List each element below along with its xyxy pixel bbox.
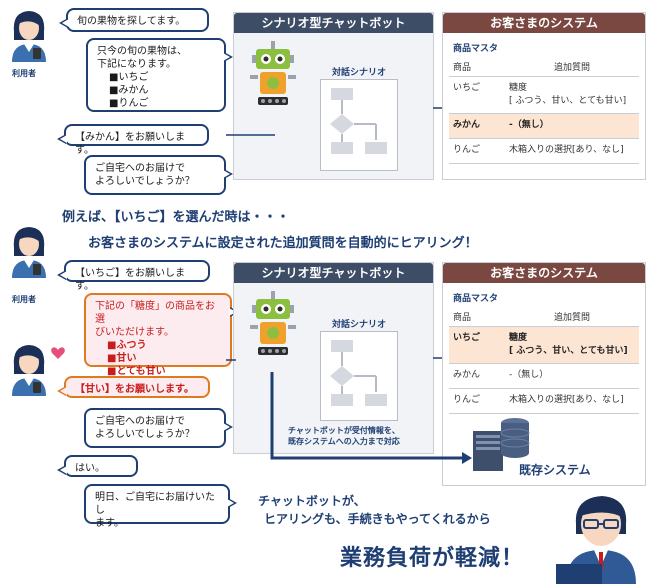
woman-icon <box>12 11 46 62</box>
user-message-bubble: 【いちご】をお願いします。 <box>57 260 210 292</box>
summary-line: チャットボットが、 <box>258 494 366 508</box>
bubble-text: 【甘い】をお願いします。 <box>75 384 194 395</box>
bot-message-bubble: ご自宅へのお届けで よろしいでしょうか？ <box>84 408 233 448</box>
server-icon <box>473 418 530 471</box>
table-row-highlighted: いちご 糖度[ ふつう、甘い、とても甘い] <box>449 326 639 364</box>
example-heading: 例えば、【いちご】を選んだ時は・・・ <box>62 210 290 225</box>
bubble-text: 旬の果物を探してます。 <box>77 16 186 27</box>
customer-system-panel: お客さまのシステム 商品マスタ 商品 追加質問 いちご 糖度[ ふつう、甘い、と… <box>442 12 646 180</box>
product-master-table: 商品 追加質問 いちご 糖度[ ふつう、甘い、とても甘い] みかん -（無し） … <box>449 57 639 164</box>
product-master-title: 商品マスタ <box>453 294 499 304</box>
table-cell: 糖度[ ふつう、甘い、とても甘い] <box>505 76 639 114</box>
table-row: りんご 木箱入りの選択[あり、なし] <box>449 138 639 164</box>
system-panel-title: お客さまのシステム <box>443 263 645 283</box>
robot-icon <box>250 291 296 355</box>
table-row: いちご 糖度[ ふつう、甘い、とても甘い] <box>449 76 639 114</box>
scenario-label: 対話シナリオ <box>332 68 387 78</box>
product-master-table: 商品 追加質問 いちご 糖度[ ふつう、甘い、とても甘い] みかん -（無し） … <box>449 307 639 414</box>
bubble-text: 只今の旬の果物は、 <box>97 46 187 57</box>
connector-lines <box>226 107 442 136</box>
customer-system-panel: お客さまのシステム 商品マスタ 商品 追加質問 いちご 糖度[ ふつう、甘い、と… <box>442 262 646 486</box>
chatbot-note: チャットボットが受付情報を、 既存システムへの入力まで対応 <box>288 425 400 447</box>
scenario-label: 対話シナリオ <box>332 320 387 330</box>
note-text: 既存システムへの入力まで対応 <box>288 437 400 446</box>
column-header: 商品 <box>449 57 505 77</box>
column-header: 商品 <box>449 307 505 327</box>
table-row: りんご 木箱入りの選択[あり、なし] <box>449 388 639 414</box>
user-label: 利用者 <box>12 69 36 78</box>
businessman-icon <box>556 496 636 584</box>
bot-message-bubble: 只今の旬の果物は、 下記になります。 ■いちご ■みかん ■りんご <box>86 38 233 112</box>
table-cell: りんご <box>449 138 505 164</box>
scenario-flow <box>320 79 398 171</box>
table-cell: -（無し） <box>505 113 639 139</box>
table-cell: りんご <box>449 388 505 414</box>
robot-icon <box>250 41 296 105</box>
summary-text: チャットボットが、 ヒアリングも、手続きもやってくれるから <box>258 492 491 528</box>
table-cell: みかん <box>449 363 505 389</box>
bubble-text: ます。 <box>95 518 124 529</box>
column-header: 追加質問 <box>505 57 639 77</box>
bubble-text: 明日、ご自宅にお届けいたし <box>95 492 215 516</box>
table-cell: みかん <box>449 113 505 139</box>
existing-system-label: 既存システム <box>519 463 591 477</box>
chatbot-panel-title: シナリオ型チャットボット <box>234 13 433 33</box>
bubble-text: 【みかん】をお願いします。 <box>75 132 185 156</box>
note-text: チャットボットが受付情報を、 <box>288 426 400 435</box>
list-item: ■いちご <box>109 72 149 83</box>
user-message-bubble: 旬の果物を探してます。 <box>59 8 209 32</box>
table-cell: 糖度[ ふつう、甘い、とても甘い] <box>505 326 639 364</box>
bubble-text: 【いちご】をお願いします。 <box>75 268 185 292</box>
bot-message-bubble: ご自宅へのお届けで よろしいでしょうか？ <box>84 155 233 195</box>
user-message-bubble: 【みかん】をお願いします。 <box>57 124 209 156</box>
bubble-text: ご自宅へのお届けで <box>95 416 185 427</box>
user-avatar <box>6 222 52 278</box>
list-item: ■とても甘い <box>107 366 166 377</box>
flowchart-icon <box>330 88 387 154</box>
bubble-text: はい。 <box>75 463 105 474</box>
list-item: ■ふつう <box>107 340 147 351</box>
bubble-text: よろしいでしょうか？ <box>95 429 195 440</box>
system-panel-title: お客さまのシステム <box>443 13 645 33</box>
user-avatar <box>6 6 52 62</box>
example-subheading: お客さまのシステムに設定された追加質問を自動的にヒアリング！ <box>88 236 478 251</box>
table-row-highlighted: みかん -（無し） <box>449 113 639 139</box>
user-label: 利用者 <box>12 295 36 304</box>
bubble-text: びいただけます。 <box>95 327 174 338</box>
user-message-bubble: 【甘い】をお願いします。 <box>57 376 210 398</box>
bubble-text: 下記の「糖度」の商品をお選 <box>95 301 215 325</box>
table-cell: いちご <box>449 326 505 364</box>
woman-icon <box>12 227 46 278</box>
summary-line: ヒアリングも、手続きもやってくれるから <box>264 512 491 526</box>
table-cell: 木箱入りの選択[あり、なし] <box>505 388 639 414</box>
bubble-text: ご自宅へのお届けで <box>95 163 185 174</box>
table-row: みかん -（無し） <box>449 363 639 389</box>
table-cell: -（無し） <box>505 363 639 389</box>
list-item: ■りんご <box>109 98 149 109</box>
bubble-text: 下記になります。 <box>97 59 176 70</box>
table-header: 商品 追加質問 <box>449 57 639 77</box>
column-header: 追加質問 <box>505 307 639 327</box>
scenario-flow <box>320 331 398 421</box>
table-header: 商品 追加質問 <box>449 307 639 327</box>
user-message-bubble: はい。 <box>57 455 138 477</box>
chatbot-panel-title: シナリオ型チャットボット <box>234 263 433 283</box>
bubble-text: よろしいでしょうか？ <box>95 176 195 187</box>
chatbot-panel: シナリオ型チャットボット 対話シナリオ チャットボットが受付情報を、 既存システ… <box>233 262 434 454</box>
list-item: ■甘い <box>107 353 137 364</box>
chatbot-panel: シナリオ型チャットボット 対話シナリオ <box>233 12 434 180</box>
flowchart-icon <box>330 340 387 406</box>
table-cell: いちご <box>449 76 505 114</box>
bot-message-bubble: 下記の「糖度」の商品をお選 びいただけます。 ■ふつう ■甘い ■とても甘い <box>84 293 239 377</box>
bot-message-bubble: 明日、ご自宅にお届けいたし ます。 <box>84 484 237 529</box>
list-item: ■みかん <box>109 85 149 96</box>
woman-heart-icon <box>12 345 65 396</box>
user-avatar-happy <box>6 340 66 396</box>
product-master-title: 商品マスタ <box>453 44 499 54</box>
table-cell: 木箱入りの選択[あり、なし] <box>505 138 639 164</box>
headline: 業務負荷が軽減！ <box>340 546 525 571</box>
